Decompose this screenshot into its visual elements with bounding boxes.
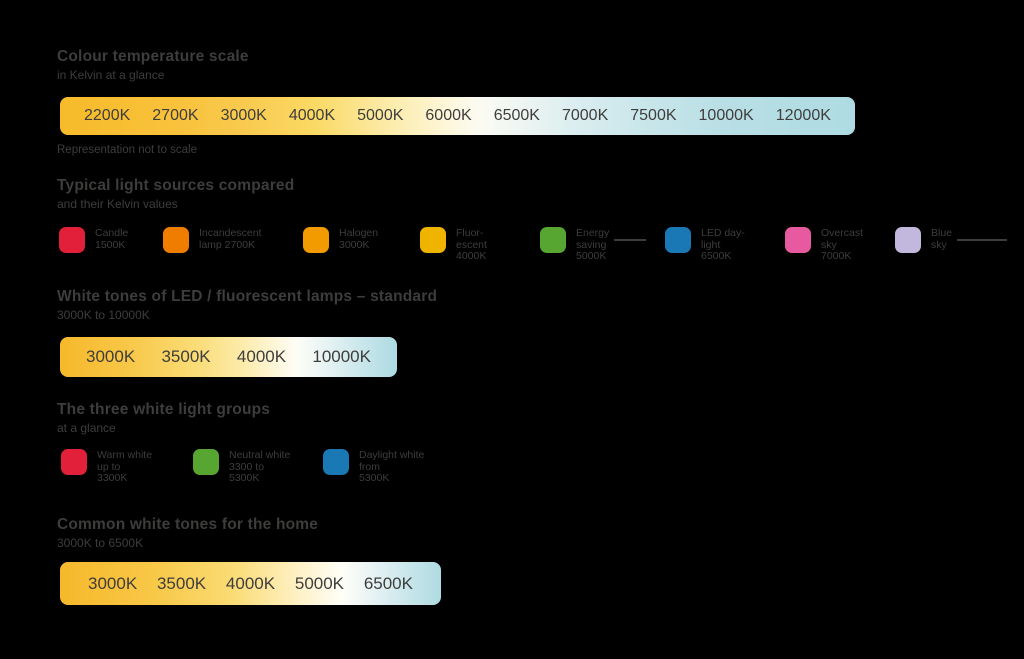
energy-saving-swatch bbox=[540, 227, 566, 253]
section-home-heading: Common white tones for the home 3000K to… bbox=[57, 516, 318, 551]
kelvin-scale-tick: 2700K bbox=[152, 107, 199, 124]
kelvin-scale-tick: 6000K bbox=[425, 107, 472, 124]
section-intro-heading: Colour temperature scale in Kelvin at a … bbox=[57, 48, 249, 83]
kelvin-scale-tick: 5000K bbox=[357, 107, 404, 124]
led-swatch bbox=[665, 227, 691, 253]
led-scale-tick: 3500K bbox=[161, 347, 211, 366]
home-scale-bar: 3000K 3500K 4000K 5000K 6500K bbox=[60, 562, 441, 605]
kelvin-scale-tick: 4000K bbox=[288, 107, 336, 124]
led-scale-tick: 3000K bbox=[86, 347, 136, 366]
led-scale-bar: 3000K 3500K 4000K 10000K bbox=[60, 337, 397, 377]
leader-line bbox=[614, 239, 647, 241]
fluorescent-swatch bbox=[420, 227, 446, 253]
section-sources-heading: Typical light sources compared and their… bbox=[57, 177, 294, 212]
kelvin-scale-tick: 3000K bbox=[220, 107, 267, 124]
incandescent-swatch bbox=[163, 227, 189, 253]
section-groups-heading: The three white light groups at a glance bbox=[57, 401, 270, 436]
blue-sky-swatch bbox=[895, 227, 921, 253]
section-led-heading: White tones of LED / fluorescent lamps –… bbox=[57, 288, 437, 323]
groups-title: The three white light groups bbox=[57, 401, 271, 418]
kelvin-scale-tick: 2200K bbox=[84, 107, 131, 124]
warm-white-swatch bbox=[61, 449, 87, 475]
kelvin-scale-tick: 12000K bbox=[775, 107, 831, 124]
home-title: Common white tones for the home bbox=[57, 516, 319, 533]
candle-swatch bbox=[59, 227, 85, 253]
home-subtitle: 3000K to 6500K bbox=[57, 536, 144, 550]
overcast-swatch bbox=[785, 227, 811, 253]
home-scale-tick: 4000K bbox=[225, 573, 276, 593]
home-scale-tick: 6500K bbox=[363, 573, 413, 593]
led-subtitle: 3000K to 10000K bbox=[57, 308, 150, 322]
groups-subtitle: at a glance bbox=[57, 421, 116, 435]
leader-line bbox=[957, 239, 1008, 241]
halogen-swatch bbox=[303, 227, 329, 253]
intro-subtitle: in Kelvin at a glance bbox=[57, 68, 165, 82]
intro-title: Colour temperature scale bbox=[57, 48, 249, 65]
home-scale-tick: 3000K bbox=[88, 573, 138, 593]
neutral-white-swatch bbox=[193, 449, 219, 475]
led-title: White tones of LED / fluorescent lamps –… bbox=[57, 288, 438, 305]
kelvin-scale-bar: 2200K 2700K 3000K 4000K 5000K 6000K 6500K 7000K… bbox=[60, 97, 855, 135]
home-scale-tick: 5000K bbox=[294, 573, 345, 593]
kelvin-scale-tick: 6500K bbox=[493, 107, 540, 124]
kelvin-scale-tick: 10000K bbox=[698, 107, 754, 124]
sources-title: Typical light sources compared bbox=[57, 177, 295, 194]
kelvin-scale-tick: 7000K bbox=[561, 107, 609, 124]
kelvin-scale-tick: 7500K bbox=[630, 107, 677, 124]
led-scale-tick: 10000K bbox=[312, 347, 371, 366]
daylight-white-swatch bbox=[323, 449, 349, 475]
led-scale-tick: 4000K bbox=[236, 347, 287, 366]
sources-subtitle: and their Kelvin values bbox=[57, 197, 178, 211]
home-scale-tick: 3500K bbox=[156, 573, 207, 593]
kelvin-scale-caption: Representation not to scale bbox=[57, 144, 198, 156]
